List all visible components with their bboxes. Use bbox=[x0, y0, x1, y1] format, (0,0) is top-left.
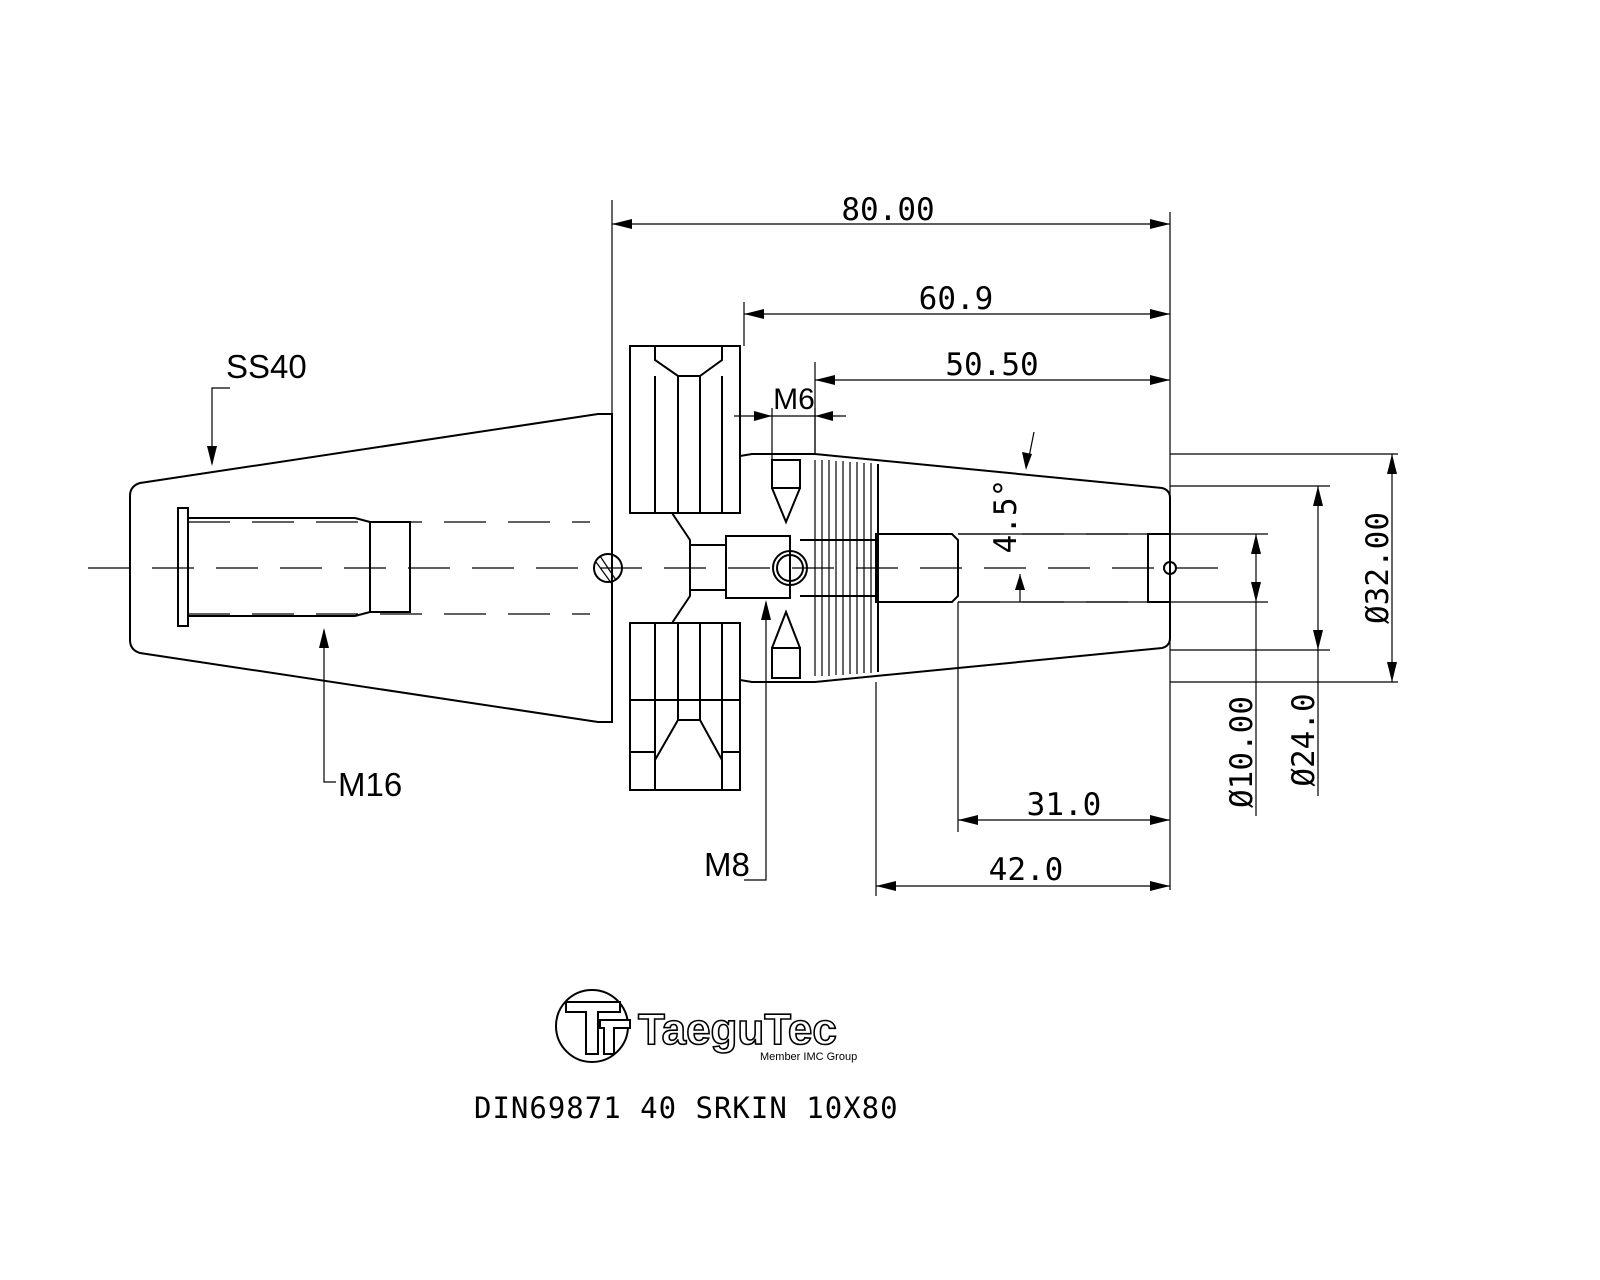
leader-m8: M8 bbox=[704, 600, 771, 883]
label-ss40: SS40 bbox=[226, 348, 307, 385]
leader-m16: M16 bbox=[319, 628, 402, 803]
dim-text-dia-10: Ø10.00 bbox=[1224, 696, 1260, 808]
dim-text-50-50: 50.50 bbox=[945, 347, 1038, 383]
dim-42: 42.0 bbox=[876, 852, 1170, 891]
dim-31: 31.0 bbox=[958, 787, 1170, 825]
dim-angle: 4.5° bbox=[988, 431, 1035, 602]
label-m8: M8 bbox=[704, 846, 750, 883]
taegutec-logo: TaeguTec Member IMC Group bbox=[555, 989, 857, 1063]
dim-text-80: 80.00 bbox=[841, 192, 934, 228]
dim-dia-10: Ø10.00 bbox=[1224, 534, 1261, 816]
dim-text-42: 42.0 bbox=[989, 852, 1064, 888]
dim-text-dia-32: Ø32.00 bbox=[1360, 512, 1396, 624]
part-number: DIN69871 40 SRKIN 10X80 bbox=[474, 1091, 899, 1125]
extension-lines bbox=[611, 200, 1398, 896]
leader-ss40: SS40 bbox=[207, 348, 307, 466]
dim-text-31: 31.0 bbox=[1027, 787, 1102, 823]
taegutec-emblem-icon bbox=[555, 989, 631, 1063]
dim-dia-32: Ø32.00 bbox=[1360, 454, 1397, 682]
dim-dia-24: Ø24.0 bbox=[1286, 486, 1323, 796]
dim-m6: M6 bbox=[734, 383, 846, 460]
dim-80: 80.00 bbox=[612, 192, 1170, 229]
dim-text-60-9: 60.9 bbox=[919, 281, 994, 317]
dim-50-50: 50.50 bbox=[815, 347, 1170, 385]
label-m6: M6 bbox=[773, 383, 815, 416]
flange bbox=[629, 345, 808, 791]
taper-shank bbox=[129, 413, 623, 723]
dim-text-angle: 4.5° bbox=[988, 479, 1024, 554]
dim-60-9: 60.9 bbox=[744, 281, 1170, 319]
dim-text-dia-24: Ø24.0 bbox=[1286, 693, 1322, 786]
logo-brand: TaeguTec bbox=[638, 1005, 837, 1054]
label-m16: M16 bbox=[338, 766, 402, 803]
logo-tagline: Member IMC Group bbox=[760, 1051, 857, 1063]
